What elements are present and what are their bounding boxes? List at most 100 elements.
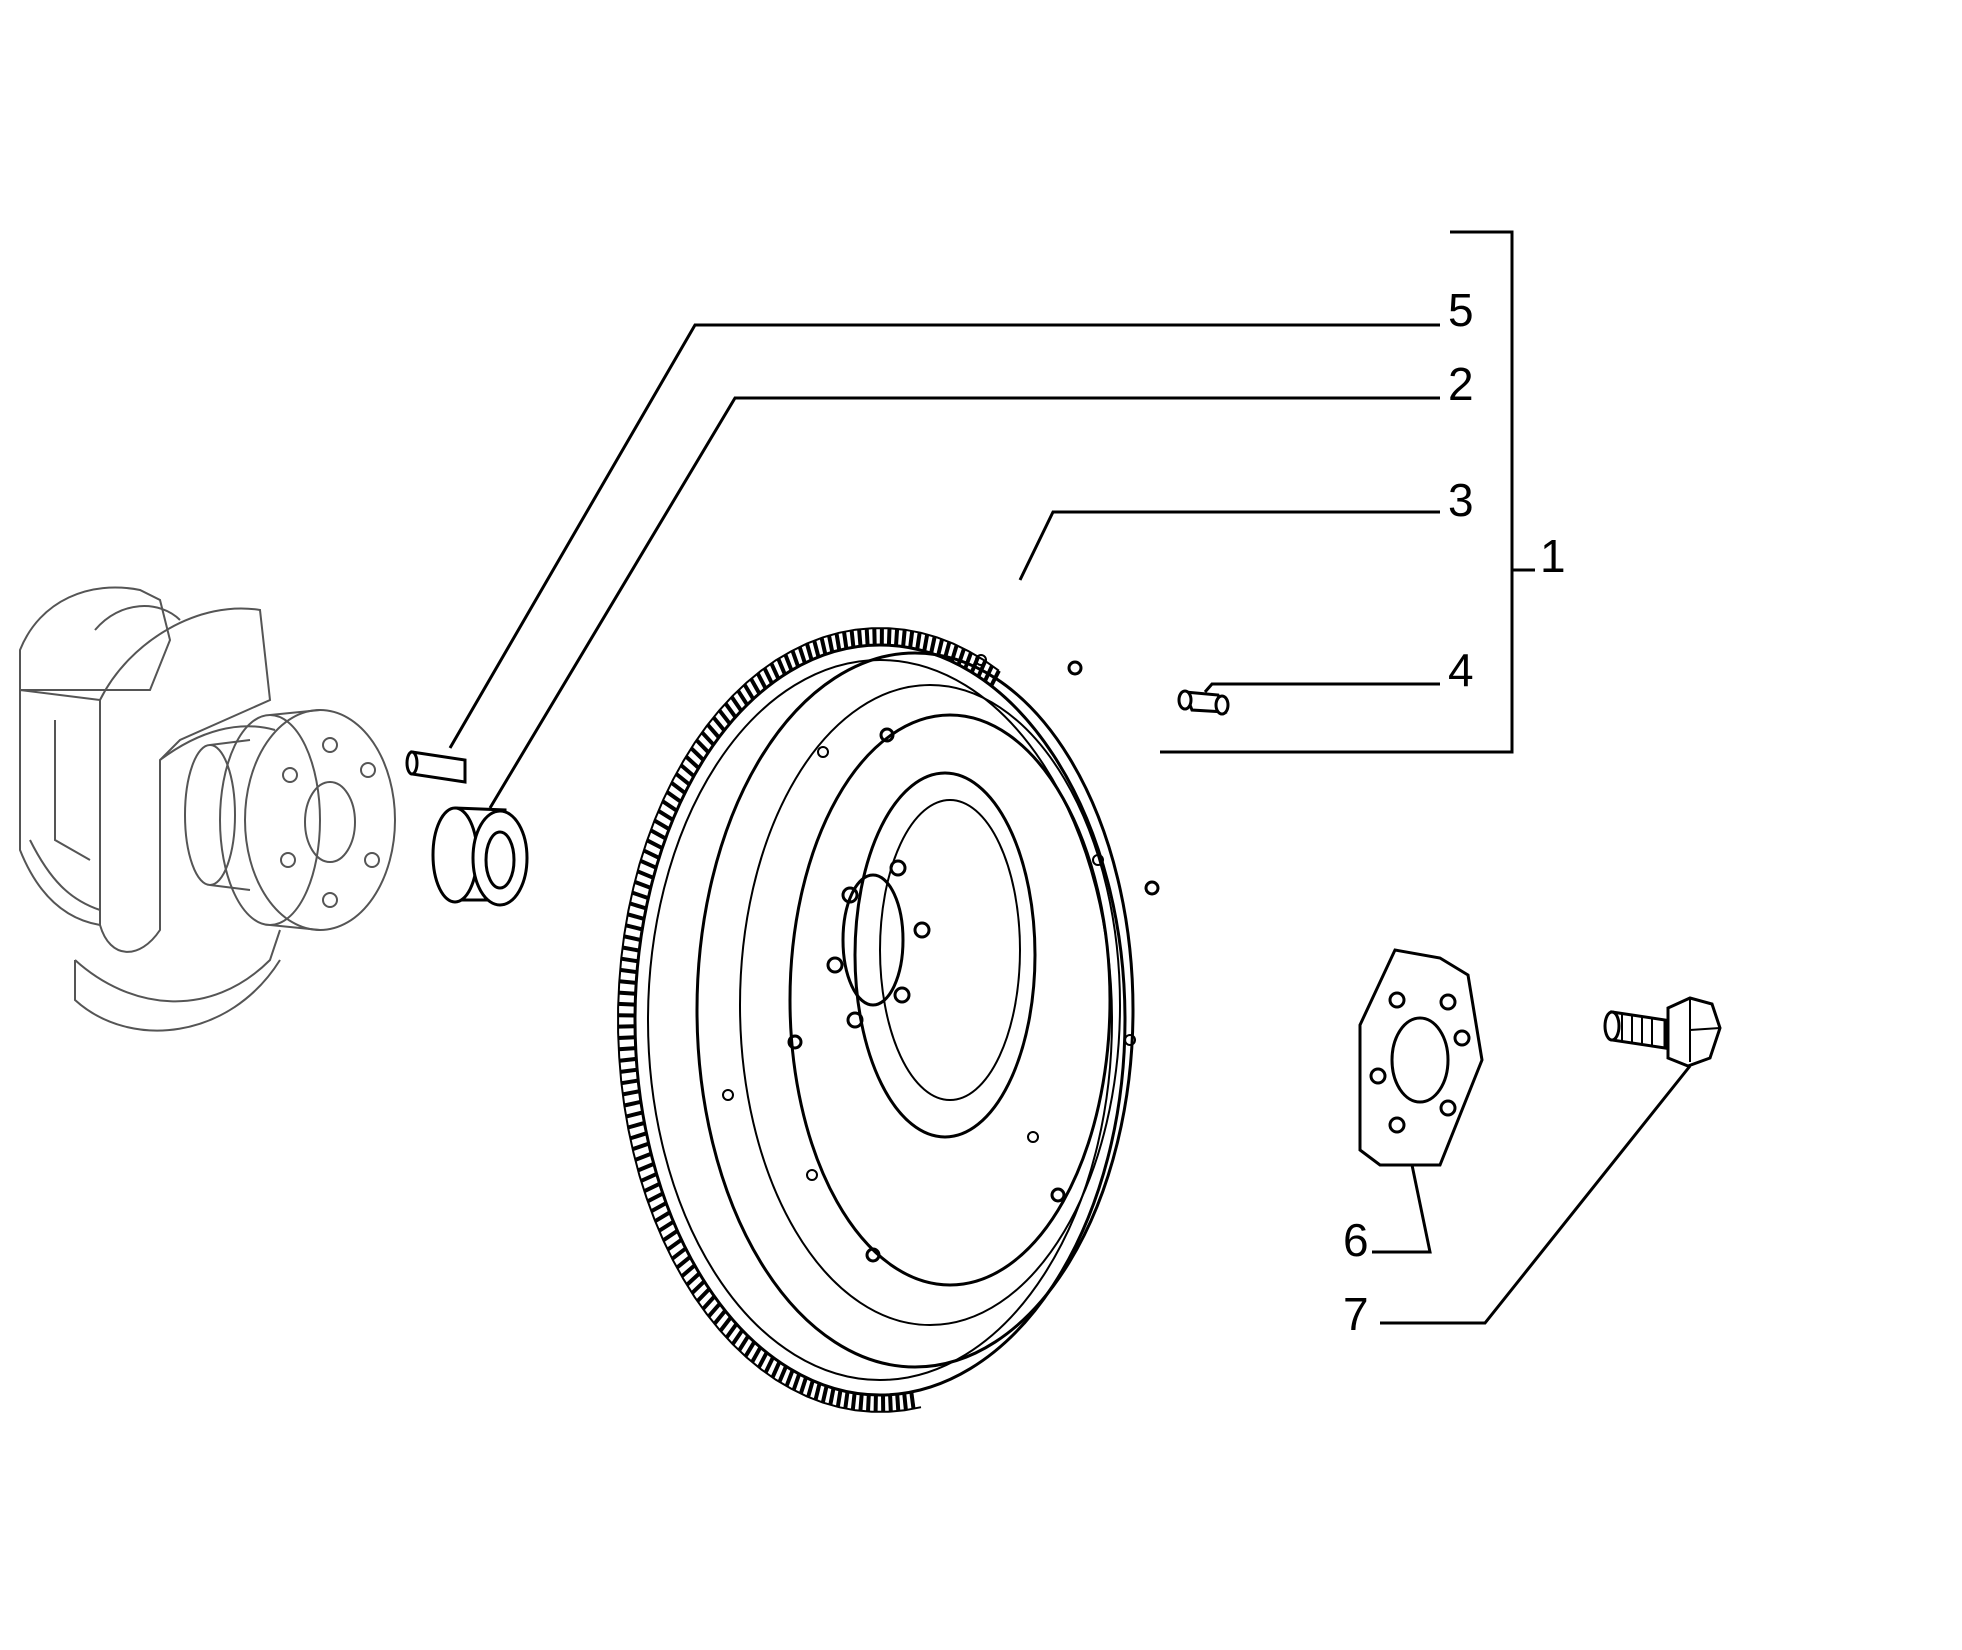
gear-tooth (969, 655, 981, 674)
gear-tooth (661, 799, 678, 813)
gear-tooth (657, 809, 674, 822)
gear-tooth (621, 1078, 639, 1086)
gear-tooth (908, 630, 915, 649)
gear-tooth (797, 646, 807, 664)
locating-pin-part-4 (1177, 689, 1230, 716)
gear-tooth (922, 634, 930, 652)
gear-tooth (749, 677, 762, 695)
gear-tooth (623, 1099, 642, 1108)
gear-tooth (639, 858, 657, 870)
gear-tooth (618, 1046, 636, 1052)
gear-tooth (643, 1181, 661, 1194)
gear-tooth (712, 1309, 727, 1326)
gear-tooth (819, 637, 828, 655)
gear-tooth (730, 695, 743, 713)
gear-tooth (858, 1393, 864, 1412)
ring-gear-teeth (617, 627, 1001, 1413)
gear-tooth (695, 1287, 711, 1303)
gear-tooth (629, 1131, 648, 1141)
gear-tooth (646, 1191, 664, 1204)
gear-tooth (929, 636, 937, 654)
gear-tooth (665, 790, 682, 804)
gear-tooth (625, 923, 643, 932)
gear-tooth (901, 629, 907, 647)
gear-tooth (812, 640, 821, 658)
gear-tooth (936, 638, 945, 657)
gear-tooth (700, 730, 716, 747)
gear-tooth (642, 848, 660, 860)
gear-tooth (670, 1246, 687, 1261)
gear-tooth (820, 1385, 829, 1404)
gear-tooth (666, 1238, 683, 1252)
gear-tooth (724, 1322, 739, 1339)
gear-tooth (680, 1263, 697, 1278)
gear-tooth (813, 1382, 822, 1401)
gear-tooth (620, 956, 639, 964)
gear-tooth (685, 1271, 701, 1287)
gear-tooth (804, 643, 814, 661)
gear-tooth (834, 633, 842, 651)
gear-tooth (662, 1229, 679, 1242)
flywheel-part-3 (617, 627, 1160, 1413)
gear-tooth (736, 689, 749, 706)
gear-tooth (684, 755, 700, 770)
gear-tooth (827, 635, 835, 653)
callout-labels: 5 2 3 1 4 6 7 (1343, 284, 1566, 1340)
gear-tooth (902, 1392, 908, 1411)
gear-tooth (849, 630, 856, 648)
gear-tooth (631, 890, 649, 900)
gear-tooth (757, 1351, 769, 1369)
gear-tooth (634, 880, 652, 890)
gear-tooth (835, 1389, 843, 1408)
crankshaft-drawing (19, 586, 396, 1032)
gear-tooth (627, 1120, 645, 1130)
gear-tooth (717, 709, 732, 725)
gear-tooth (843, 1391, 850, 1409)
gear-tooth (790, 649, 800, 668)
gear-tooth (636, 869, 655, 880)
gear-tooth (737, 1335, 750, 1352)
gear-tooth (675, 1255, 692, 1270)
gear-tooth (627, 912, 645, 921)
gear-tooth (909, 1391, 916, 1410)
gear-tooth (777, 1365, 788, 1383)
gear-tooth (743, 1340, 757, 1358)
gear-tooth (619, 967, 638, 975)
gear-tooth (842, 631, 849, 649)
gear-tooth (629, 901, 647, 911)
gear-tooth (762, 667, 774, 685)
gear-tooth (634, 1151, 652, 1162)
ring-gear-outline (617, 627, 1000, 1413)
callout-2: 2 (1448, 358, 1474, 410)
gear-tooth (622, 1089, 640, 1097)
gear-tooth (658, 1220, 675, 1233)
callout-7: 7 (1343, 1288, 1369, 1340)
gear-tooth (690, 1279, 706, 1295)
gear-tooth (650, 1201, 668, 1214)
gear-tooth (706, 723, 721, 739)
gear-tooth (888, 1394, 893, 1412)
callout-5: 5 (1448, 284, 1474, 336)
gear-tooth (619, 979, 637, 985)
gear-tooth (864, 628, 870, 646)
gear-tooth (653, 818, 671, 831)
gear-tooth (850, 1392, 857, 1411)
gear-tooth (769, 662, 781, 680)
gear-tooth (755, 672, 768, 690)
gear-tooth (689, 746, 705, 762)
gear-tooth (618, 990, 636, 996)
gear-tooth (915, 632, 922, 650)
gear-tooth (637, 1162, 655, 1173)
gear-tooth (963, 651, 973, 670)
bolt-part-7 (1603, 996, 1722, 1068)
callout-3: 3 (1448, 474, 1474, 526)
callout-4: 4 (1448, 644, 1474, 696)
gear-tooth (956, 648, 966, 666)
gear-tooth (894, 628, 900, 646)
gear-tooth (674, 772, 691, 787)
leader-lines (448, 230, 1692, 1325)
gear-tooth (625, 1110, 644, 1119)
gear-tooth (620, 1067, 638, 1074)
gear-tooth (895, 1393, 901, 1412)
